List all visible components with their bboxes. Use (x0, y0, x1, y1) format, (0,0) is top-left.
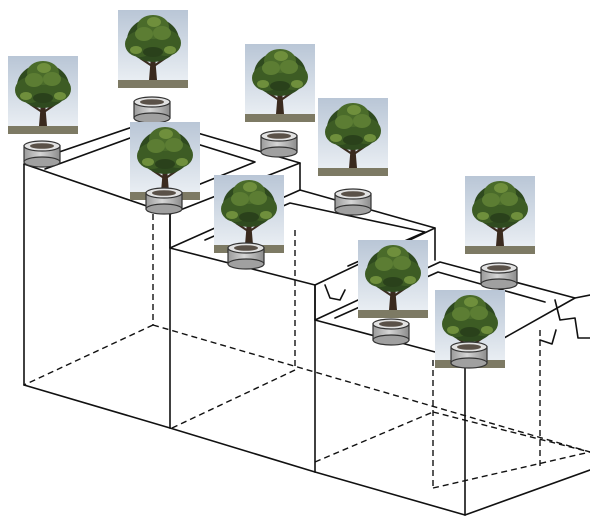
tree-photo-icon (117, 9, 189, 89)
pot-icon (334, 188, 372, 216)
pot-icon (145, 187, 183, 215)
potted-tree-8 (357, 239, 429, 346)
potted-tree-1 (7, 55, 79, 168)
pot-icon (227, 242, 265, 270)
tree-photo-icon (464, 175, 536, 255)
hidden-edges (23, 214, 590, 489)
potted-tree-6 (213, 174, 285, 270)
pot-icon (480, 262, 518, 290)
tree-photo-icon (357, 239, 429, 319)
potted-tree-9 (434, 289, 506, 369)
tree-photo-icon (244, 43, 316, 123)
potted-trees (7, 9, 536, 369)
tree-photo-icon (317, 97, 389, 177)
pot-icon (372, 318, 410, 346)
tree-photo-icon (7, 55, 79, 135)
potted-tree-2 (117, 9, 189, 124)
potted-tree-3 (244, 43, 316, 158)
pot-icon (133, 96, 171, 124)
tree-photo-icon (213, 174, 285, 254)
potted-tree-4 (129, 121, 201, 215)
planter-block-edges (23, 119, 590, 516)
pot-icon (450, 341, 488, 369)
pot-icon (23, 140, 61, 168)
pot-icon (260, 130, 298, 158)
